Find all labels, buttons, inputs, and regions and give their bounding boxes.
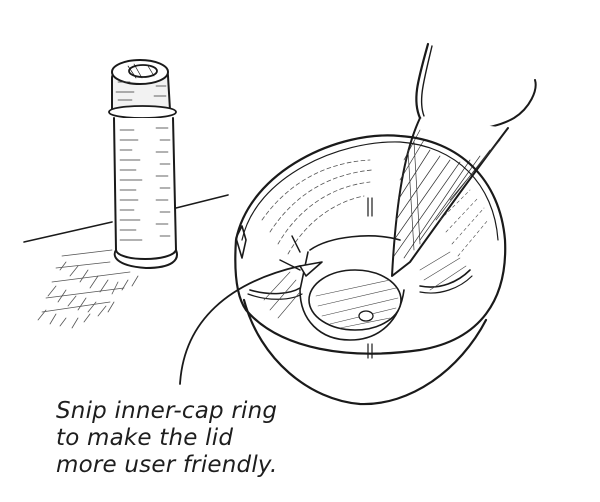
table-edge	[23, 194, 229, 243]
callout-arrow	[179, 261, 323, 385]
caption-line: to make the lid	[56, 425, 234, 451]
spray-can	[108, 59, 178, 269]
can-shadow-hatching	[37, 249, 139, 329]
caption-line: Snip inner-cap ring	[56, 398, 278, 424]
caption-line: more user friendly.	[56, 452, 278, 478]
caption-text: Snip inner-cap ring to make the lid more…	[56, 398, 277, 479]
cap-lid	[234, 134, 507, 406]
scissors-blade	[391, 42, 537, 277]
